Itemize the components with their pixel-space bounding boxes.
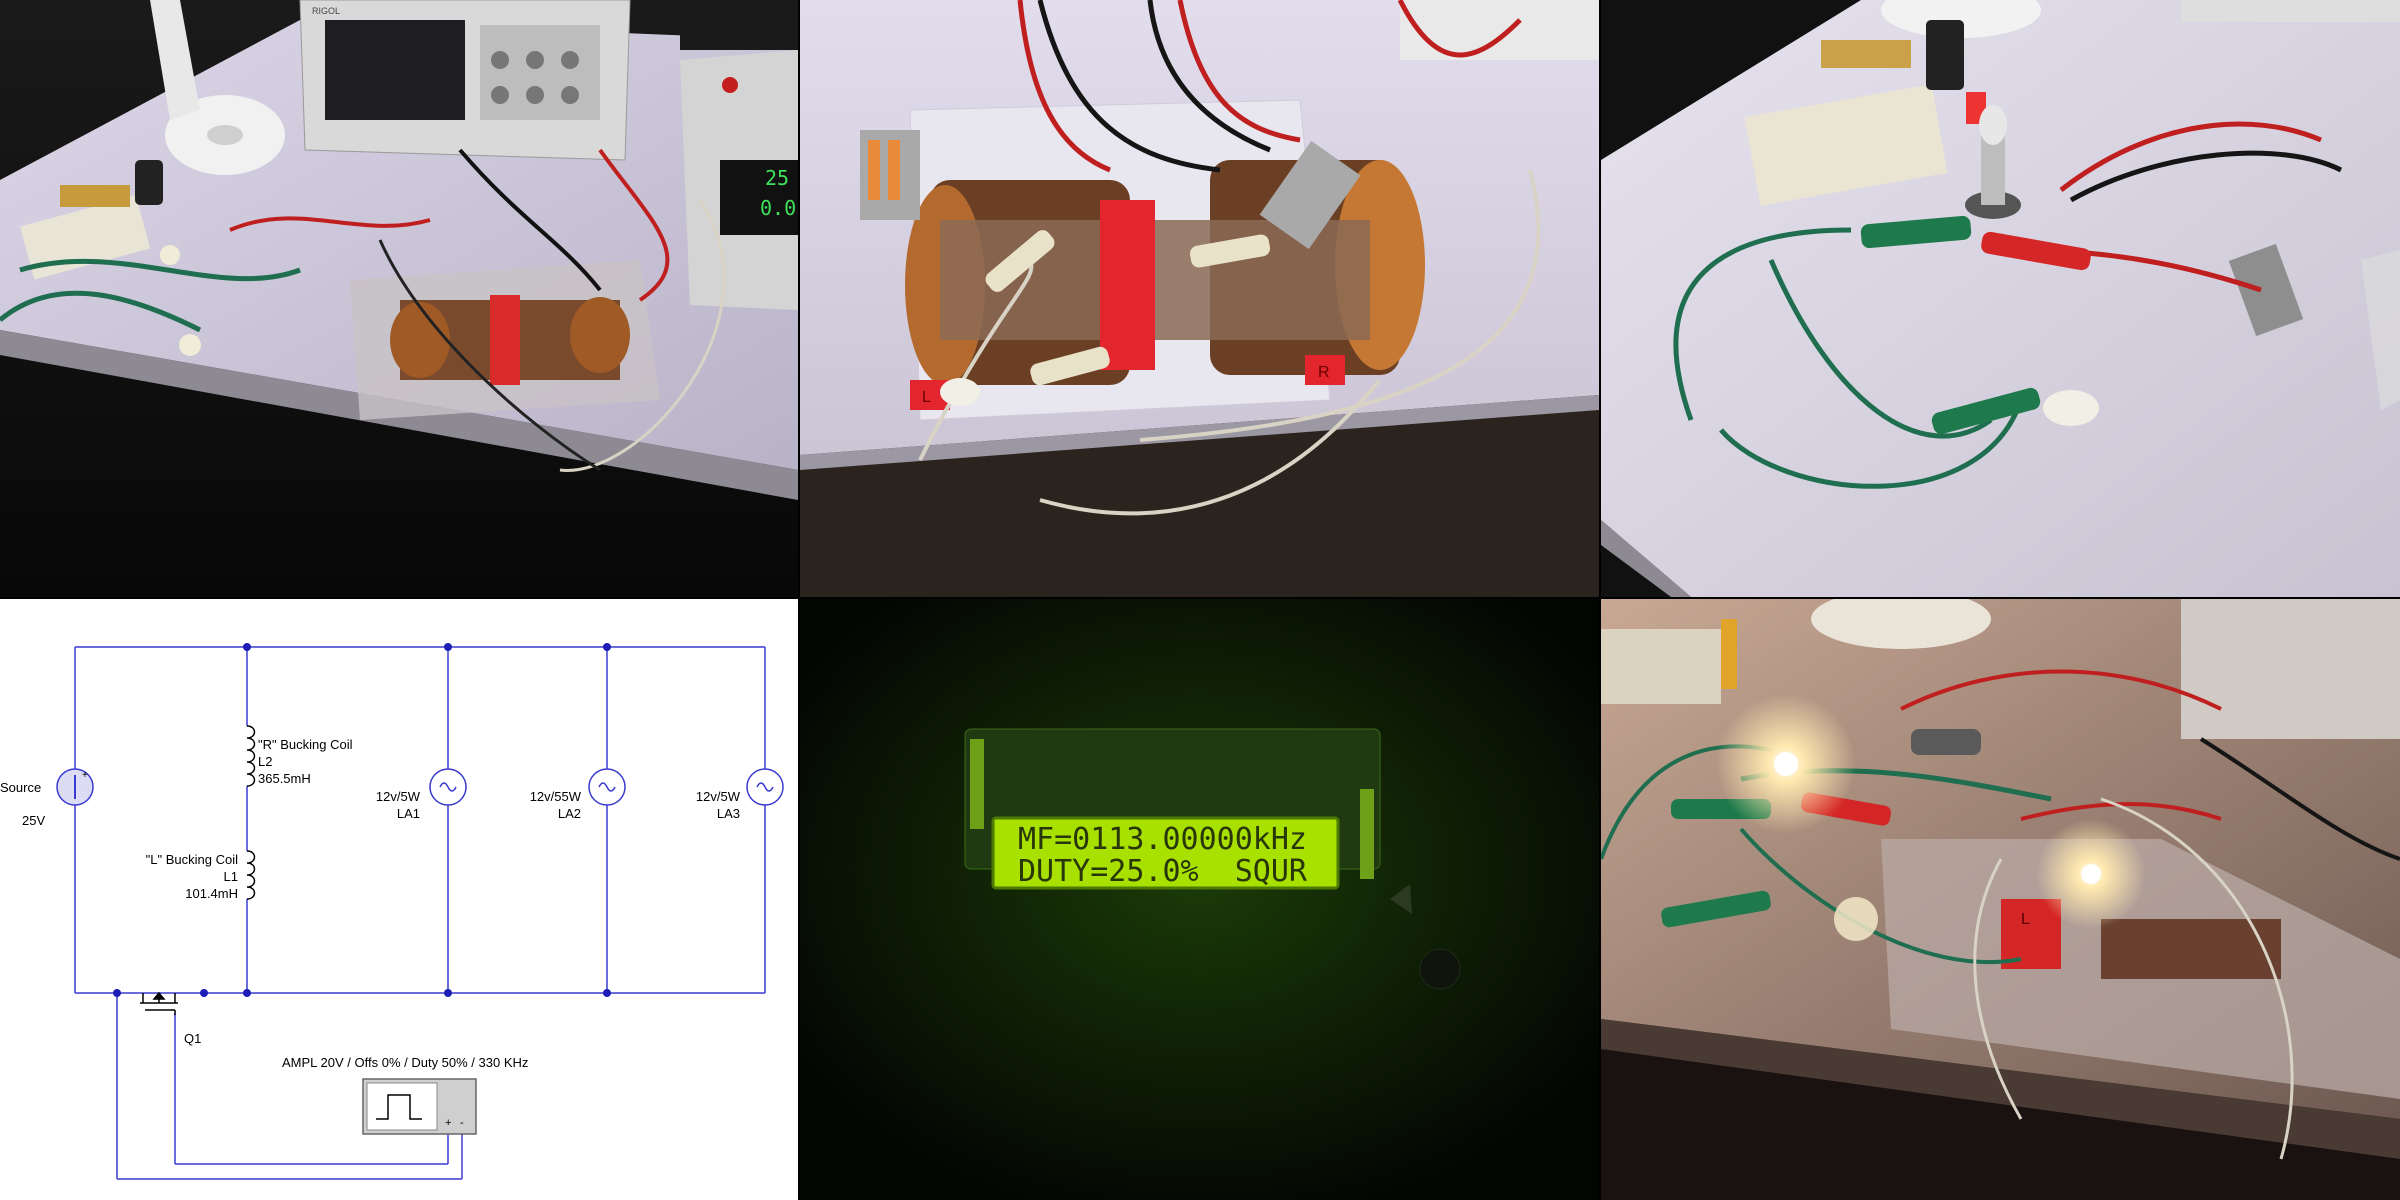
small-bulb bbox=[179, 334, 201, 356]
psu-voltage-readout: 25 bbox=[765, 166, 789, 190]
coil-l-name: "L" Bucking Coil bbox=[146, 852, 238, 867]
photo-lamps-closeup bbox=[1601, 0, 2400, 597]
lamp-la2-ref: LA2 bbox=[558, 806, 581, 821]
alligator-clip bbox=[1981, 231, 2091, 271]
lamp-la1-rating: 12v/5W bbox=[376, 789, 421, 804]
tag-left: L bbox=[922, 389, 931, 406]
coil-r-ref: L2 bbox=[258, 754, 272, 769]
alligator-clip bbox=[1661, 890, 1771, 928]
breadboard bbox=[1601, 629, 1721, 704]
power-resistor bbox=[1821, 40, 1911, 68]
unlit-small-bulb bbox=[1834, 897, 1878, 941]
lit-halogen-filament bbox=[1774, 752, 1798, 776]
lamp-la1-symbol bbox=[429, 768, 467, 806]
power-supply: 25 0.0 bbox=[680, 0, 798, 310]
small-bulb bbox=[2043, 390, 2099, 426]
source-label: Source bbox=[0, 780, 41, 795]
source-value: 25V bbox=[22, 813, 45, 828]
coil-l-value: 101.4mH bbox=[185, 886, 238, 901]
power-supply bbox=[2181, 599, 2400, 739]
lamp-la2-rating: 12v/55W bbox=[530, 789, 582, 804]
photo-coils-closeup: L R bbox=[800, 0, 1599, 597]
lcd-screen bbox=[991, 816, 1340, 890]
tag-l: L bbox=[2021, 911, 2030, 928]
lcd-line-1: MF=0113.00000kHz bbox=[1018, 822, 1307, 857]
lever-connector bbox=[2228, 243, 2304, 337]
function-generator-symbol bbox=[362, 1078, 477, 1135]
equipment-edge bbox=[1400, 0, 1599, 60]
lamp-la1-ref: LA1 bbox=[397, 806, 420, 821]
lcd-edge-glow bbox=[970, 739, 984, 829]
generator-plus: + bbox=[445, 1117, 451, 1129]
breadboard bbox=[20, 195, 151, 280]
breadboard bbox=[1744, 84, 1948, 206]
lamp-la3-rating: 12v/5W bbox=[696, 789, 741, 804]
alligator-clip bbox=[1189, 234, 1271, 268]
lit-small-filament bbox=[2081, 864, 2101, 884]
junction-dots bbox=[113, 643, 611, 997]
alligator-clip bbox=[1931, 387, 2041, 435]
small-bulb bbox=[160, 245, 180, 265]
dark-background bbox=[800, 599, 1599, 1200]
halogen-lamp bbox=[1965, 105, 2021, 219]
desk-fan bbox=[150, 0, 285, 175]
desk-edge bbox=[1601, 1019, 2400, 1159]
source-polarity: + bbox=[82, 770, 88, 781]
lamp-la2-symbol bbox=[588, 768, 626, 806]
capacitor bbox=[135, 160, 163, 205]
schematic-wires bbox=[74, 646, 766, 1180]
plastic-base-edge bbox=[2361, 250, 2400, 410]
mosfet-q1-symbol bbox=[140, 991, 178, 1015]
lcd-line-2: DUTY=25.0% SQUR bbox=[1018, 854, 1308, 889]
inductor-l1-symbol bbox=[246, 850, 256, 900]
alligator-clip bbox=[1030, 346, 1110, 386]
bucking-coils: L R bbox=[905, 160, 1425, 410]
circuit-schematic: + Source 25V "R" Bucking Coil L2 365.5mH… bbox=[0, 599, 798, 1200]
coil-l-ref: L1 bbox=[224, 869, 238, 884]
psu-current-readout: 0.0 bbox=[760, 196, 796, 220]
generator-minus: - bbox=[460, 1117, 464, 1129]
photo-lcd-display: MF=0113.00000kHz DUTY=25.0% SQUR bbox=[800, 599, 1599, 1200]
lever-connector bbox=[1911, 729, 1981, 755]
lcd-edge-glow bbox=[1360, 789, 1374, 879]
alligator-clip bbox=[1860, 215, 1972, 249]
coil-r-value: 365.5mH bbox=[258, 771, 311, 786]
oscilloscope: RIGOL bbox=[299, 0, 631, 161]
lever-connectors bbox=[860, 130, 1361, 250]
control-knob bbox=[1419, 948, 1461, 990]
transistor-ref: Q1 bbox=[184, 1031, 201, 1046]
fan-base bbox=[1811, 599, 1991, 649]
small-bulb bbox=[940, 378, 980, 406]
scope-brand: RIGOL bbox=[312, 6, 340, 16]
inductor-l2-symbol bbox=[246, 725, 256, 787]
tag-right: R bbox=[1318, 364, 1330, 381]
lamp-la3-ref: LA3 bbox=[717, 806, 740, 821]
dc-source-symbol: + bbox=[56, 768, 94, 806]
fan-base bbox=[1881, 0, 2041, 38]
equipment-edge bbox=[2181, 0, 2400, 22]
knob-pointer bbox=[1390, 884, 1412, 914]
power-resistor bbox=[60, 185, 130, 207]
bucking-coil-assembly bbox=[350, 260, 660, 420]
photo-lamps-lit: L bbox=[1601, 599, 2400, 1200]
coil-r-name: "R" Bucking Coil bbox=[258, 737, 353, 752]
capacitor bbox=[1926, 20, 1964, 90]
lamp-la3-symbol bbox=[746, 768, 784, 806]
desk-edge bbox=[1601, 520, 1691, 597]
capacitor bbox=[1721, 619, 1737, 689]
alligator-clip bbox=[985, 230, 1055, 292]
coil bbox=[2101, 919, 2281, 979]
photo-bench-overview: RIGOL 25 0.0 bbox=[0, 0, 798, 597]
generator-settings: AMPL 20V / Offs 0% / Duty 50% / 330 KHz bbox=[282, 1055, 528, 1070]
